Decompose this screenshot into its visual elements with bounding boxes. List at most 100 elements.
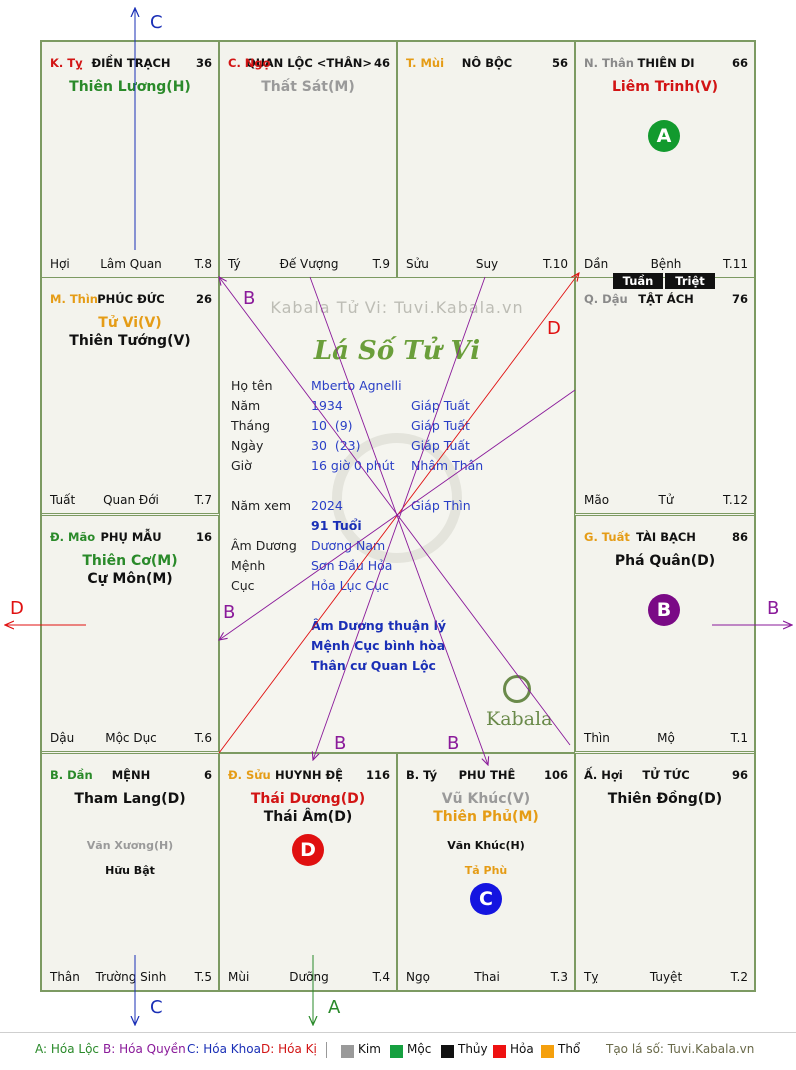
label-nam-xem: Năm xem <box>231 498 291 513</box>
palace-branch: B. Dần <box>50 768 93 782</box>
value-ngay: 30 (23) <box>311 438 361 453</box>
palace-main-stars: Thất Sát(M) <box>220 78 396 96</box>
watermark: Kabala Tử Vi: Tuvi.Kabala.vn <box>220 298 574 317</box>
palace-opposite-branch: Mão <box>584 493 609 507</box>
main-star: Thiên Phủ(M) <box>398 808 574 826</box>
palace-opposite-branch: Dậu <box>50 731 74 745</box>
value-cuc: Hỏa Lục Cục <box>311 578 389 593</box>
palace-main-stars: Liêm Trinh(V) <box>576 78 754 96</box>
palace-opposite-branch: Dần <box>584 257 608 271</box>
label-gio: Giờ <box>231 458 252 473</box>
legend-tho: Thổ <box>558 1042 580 1056</box>
minor-star: Văn Khúc(H) <box>398 839 574 852</box>
swatch-kim <box>341 1045 354 1058</box>
label-ho-ten: Họ tên <box>231 378 273 393</box>
note-than: Thân cư Quan Lộc <box>311 658 436 673</box>
palace-main-stars: Tham Lang(D) <box>42 790 218 808</box>
swatch-moc <box>390 1045 403 1058</box>
main-star: Thái Dương(D) <box>220 790 396 808</box>
palace-footer: DưỡngMùiT.4 <box>228 970 390 984</box>
palace-opposite-branch: Tuất <box>50 493 75 507</box>
minor-star: Hữu Bật <box>42 864 218 877</box>
legend-thuy: Thủy <box>458 1042 488 1056</box>
palace-opposite-branch: Thìn <box>584 731 610 745</box>
label-cuc: Cục <box>231 578 255 593</box>
palace-branch: Đ. Mão <box>50 530 95 544</box>
value-nam-xem: 2024 <box>311 498 343 513</box>
palace-age: 106 <box>544 768 568 782</box>
legend-divider <box>0 1032 796 1033</box>
legend-separator <box>326 1042 327 1058</box>
main-star: Thái Âm(D) <box>220 808 396 826</box>
transform-marker-c: C <box>470 883 502 915</box>
palace-branch: T. Mùi <box>406 56 444 70</box>
chart-title: Lá Số Tử Vi <box>220 336 574 366</box>
palace-footer: MộThìnT.1 <box>584 731 748 745</box>
palace-time: T.7 <box>195 493 212 507</box>
palace-opposite-branch: Ngọ <box>406 970 430 984</box>
palace-time: T.10 <box>543 257 568 271</box>
value-menh: Sơn Đầu Hỏa <box>311 558 392 573</box>
value-tuoi: 91 Tuổi <box>311 518 362 533</box>
palace-stage: Đế Vượng <box>228 257 390 271</box>
palace-main-stars: Thiên Đồng(D) <box>576 790 754 808</box>
center-panel: Kabala Tử Vi: Tuvi.Kabala.vn Lá Số Tử Vi… <box>219 277 575 753</box>
swatch-tho <box>541 1045 554 1058</box>
palace-opposite-branch: Sửu <box>406 257 429 271</box>
transform-marker-a: A <box>648 120 680 152</box>
palace-main-stars: Tử Vi(V)Thiên Tướng(V) <box>42 314 218 350</box>
value-ngay-can-chi: Giáp Tuất <box>411 438 470 453</box>
legend-d: D: Hóa Kị <box>261 1042 317 1056</box>
palace-time: T.1 <box>731 731 748 745</box>
palace-header: NÔ BỘCT. Mùi56 <box>406 56 568 72</box>
legend-site[interactable]: Tạo lá số: Tuvi.Kabala.vn <box>606 1042 754 1056</box>
palace-age: 116 <box>366 768 390 782</box>
main-star: Thất Sát(M) <box>220 78 396 96</box>
palace-footer: BệnhDầnT.11 <box>584 257 748 271</box>
palace-age: 16 <box>196 530 212 544</box>
palace-header: MỆNHB. Dần6 <box>50 768 212 784</box>
value-gio-can-chi: Nhâm Thân <box>411 458 483 473</box>
value-nam: 1934 <box>311 398 343 413</box>
main-star: Liêm Trinh(V) <box>576 78 754 96</box>
kabala-logo-icon <box>503 675 531 703</box>
legend-a: A: Hóa Lộc <box>35 1042 99 1056</box>
palace-stage: Thai <box>406 970 568 984</box>
label-c-top: C <box>150 12 163 33</box>
note-am-duong: Âm Dương thuận lý <box>311 618 446 633</box>
main-star: Tham Lang(D) <box>42 790 218 808</box>
palace-opposite-branch: Hợi <box>50 257 70 271</box>
palace-age: 36 <box>196 56 212 70</box>
transform-marker-d: D <box>292 834 324 866</box>
label-thang: Tháng <box>231 418 270 433</box>
tuan-badge: Tuần <box>613 273 663 289</box>
palace-time: T.12 <box>723 493 748 507</box>
legend-moc: Mộc <box>407 1042 431 1056</box>
palace-stage: Tuyệt <box>584 970 748 984</box>
label-b-right: B <box>767 598 779 619</box>
label-menh: Mệnh <box>231 558 265 573</box>
palace-branch: Đ. Sửu <box>228 768 271 782</box>
main-star: Vũ Khúc(V) <box>398 790 574 808</box>
palace-branch: Ấ. Hợi <box>584 768 623 782</box>
triet-badge: Triệt <box>665 273 715 289</box>
